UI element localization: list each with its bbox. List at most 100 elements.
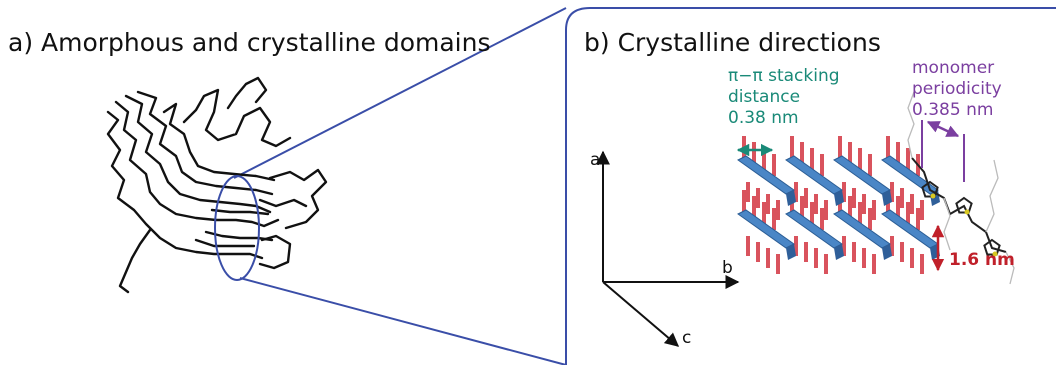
thiophene-ring bbox=[921, 180, 939, 198]
pi-stacking-line3: 0.38 nm bbox=[728, 108, 799, 128]
side-chain bbox=[842, 182, 846, 202]
side-chain bbox=[906, 148, 910, 170]
zoom-line-top bbox=[233, 7, 567, 179]
side-chain bbox=[772, 154, 776, 176]
backbone-plate-edge bbox=[834, 244, 844, 260]
backbone-chain bbox=[911, 157, 1007, 253]
alkyl-side-chain bbox=[943, 197, 951, 251]
thiophene-ring bbox=[983, 238, 1001, 256]
axis-b-label: b bbox=[722, 258, 733, 278]
alkyl-side-chain bbox=[907, 91, 915, 159]
side-chains bbox=[742, 136, 924, 274]
side-chain bbox=[762, 148, 766, 170]
side-chain bbox=[838, 136, 842, 158]
side-chain bbox=[824, 200, 828, 220]
side-chain bbox=[800, 196, 804, 218]
backbone-plates bbox=[737, 155, 940, 260]
backbone-plate-edge bbox=[882, 190, 892, 206]
backbone-plate-edge bbox=[786, 190, 796, 206]
side-chain bbox=[910, 194, 914, 214]
side-chain bbox=[852, 188, 856, 208]
monomer-line3: 0.385 nm bbox=[912, 100, 994, 120]
sulfur-atom bbox=[930, 193, 936, 199]
side-chain bbox=[766, 248, 770, 268]
side-chain bbox=[848, 142, 852, 164]
side-chain bbox=[858, 148, 862, 170]
alkyl-side-chain bbox=[1005, 251, 1015, 285]
side-chain bbox=[852, 242, 856, 262]
polymer-chains bbox=[106, 76, 328, 294]
side-chain bbox=[742, 136, 746, 158]
side-chain bbox=[814, 248, 818, 268]
side-chain bbox=[746, 236, 750, 256]
panel-b-frame bbox=[565, 7, 1056, 365]
side-chain bbox=[910, 248, 914, 268]
side-chain bbox=[804, 242, 808, 262]
alkyl-side-chain bbox=[985, 159, 999, 233]
side-chain bbox=[752, 196, 756, 218]
axis-a-label: a bbox=[590, 150, 601, 170]
side-chain bbox=[766, 194, 770, 214]
side-chain bbox=[906, 202, 910, 224]
monomer-line1: monomer bbox=[912, 58, 995, 78]
panel-b-title: b) Crystalline directions bbox=[584, 28, 881, 57]
side-chain bbox=[848, 196, 852, 218]
backbone-plate-edge bbox=[882, 244, 892, 260]
side-chain bbox=[886, 136, 890, 158]
sulfur-atom bbox=[964, 209, 970, 215]
side-chain bbox=[800, 142, 804, 164]
axis-c-arrow bbox=[602, 281, 680, 347]
pi-stacking-label: π−π stacking distance 0.38 nm bbox=[728, 66, 840, 129]
side-chain bbox=[824, 254, 828, 274]
side-chain bbox=[872, 200, 876, 220]
monomer-periodicity-marker bbox=[921, 120, 965, 182]
side-chain bbox=[762, 202, 766, 224]
zoom-line-bottom bbox=[239, 277, 567, 365]
side-chain bbox=[862, 248, 866, 268]
height-label: 1.6 nm bbox=[949, 250, 1015, 270]
axis-c-label: c bbox=[682, 328, 692, 348]
side-chain bbox=[858, 202, 862, 224]
side-chain bbox=[756, 188, 760, 208]
panel-a-title: a) Amorphous and crystalline domains bbox=[8, 28, 491, 57]
side-chain bbox=[862, 194, 866, 214]
side-chain bbox=[896, 196, 900, 218]
side-chain bbox=[920, 200, 924, 220]
side-chain bbox=[872, 254, 876, 274]
side-chain bbox=[890, 182, 894, 202]
sulfur-atom bbox=[992, 251, 998, 257]
side-chain bbox=[756, 242, 760, 262]
side-chain bbox=[794, 182, 798, 202]
monomer-line2: periodicity bbox=[912, 79, 1002, 99]
backbone-plate-edge bbox=[834, 190, 844, 206]
side-chain bbox=[790, 136, 794, 158]
side-chain bbox=[742, 190, 746, 212]
pi-stacking-line2: distance bbox=[728, 87, 801, 107]
side-chain bbox=[814, 194, 818, 214]
side-chain bbox=[810, 148, 814, 170]
side-chain bbox=[776, 254, 780, 274]
crystalline-domain-ellipse bbox=[214, 175, 260, 281]
side-chain bbox=[868, 208, 872, 230]
side-chain bbox=[916, 208, 920, 230]
backbone-plate-edge bbox=[786, 244, 796, 260]
thiophene-ring bbox=[955, 196, 973, 214]
side-chain bbox=[804, 188, 808, 208]
side-chain bbox=[776, 200, 780, 220]
crystal-axes bbox=[596, 150, 740, 347]
side-chain bbox=[900, 188, 904, 208]
molecular-structure bbox=[907, 91, 1015, 285]
side-chain bbox=[842, 236, 846, 256]
side-chain bbox=[746, 182, 750, 202]
side-chain bbox=[890, 236, 894, 256]
side-chain bbox=[920, 254, 924, 274]
side-chain bbox=[896, 142, 900, 164]
monomer-periodicity-label: monomer periodicity 0.385 nm bbox=[912, 58, 1002, 121]
side-chain bbox=[820, 208, 824, 230]
side-chain bbox=[810, 202, 814, 224]
side-chain bbox=[772, 208, 776, 230]
side-chain bbox=[900, 242, 904, 262]
side-chain bbox=[794, 236, 798, 256]
